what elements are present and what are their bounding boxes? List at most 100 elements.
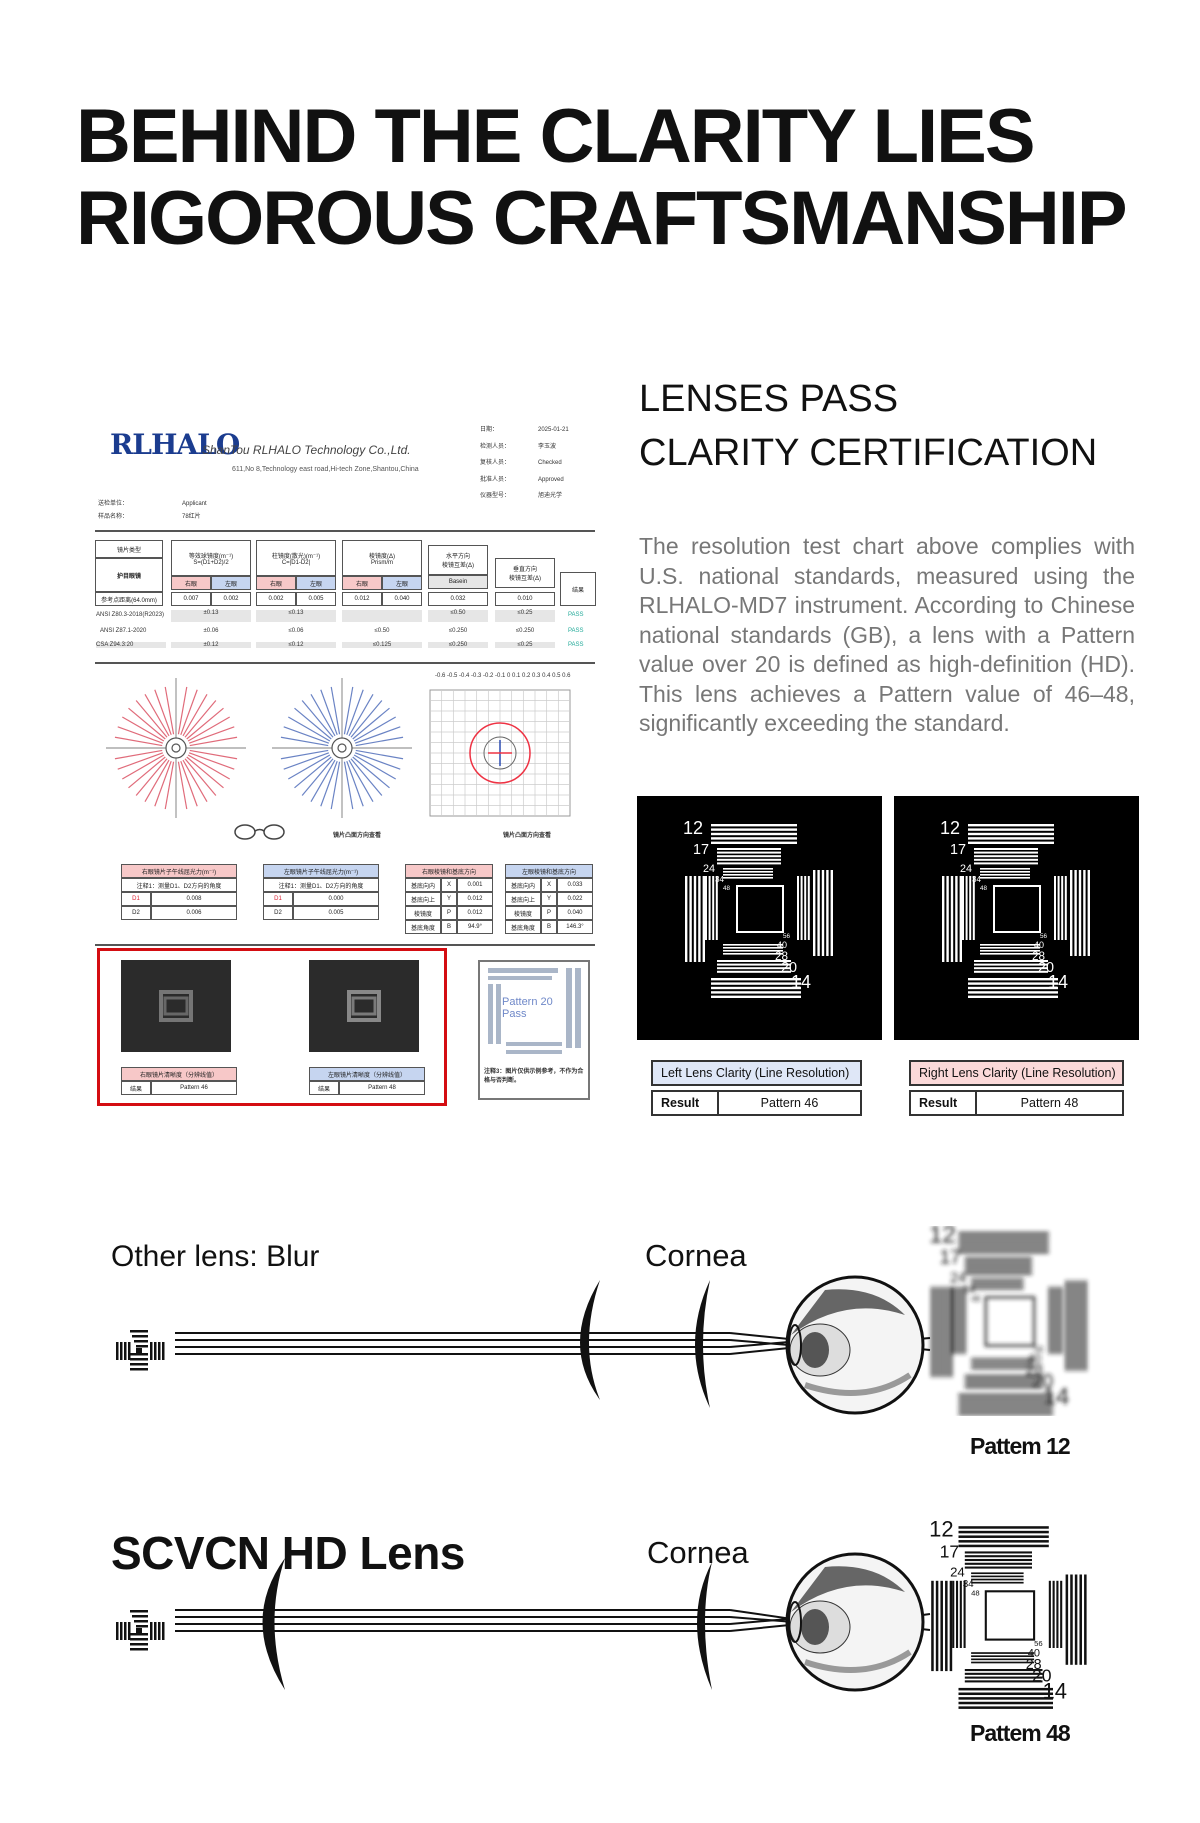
left-d2: 0.006: [151, 906, 237, 920]
left-result-value: Pattern 46: [760, 1096, 819, 1110]
report-meta-labels: 日期：检测人员：复核人员：批准人员：仪器型号：: [480, 427, 511, 499]
svg-text:40: 40: [777, 940, 787, 950]
prism-left-p: 0.012: [457, 906, 493, 920]
report-value-2: 0.002: [211, 592, 251, 606]
svg-text:24: 24: [960, 863, 972, 875]
hd-pattern-caption: Pattem 48: [970, 1720, 1071, 1746]
left-lens-clarity-label: Left Lens Clarity (Line Resolution): [651, 1060, 862, 1086]
standard-1-v2: ≤0.13: [256, 610, 336, 622]
left-result-heading: Result: [653, 1092, 719, 1114]
report-instrument: 旭迪光学: [538, 493, 563, 499]
svg-text:24: 24: [703, 863, 715, 875]
svg-text:20: 20: [1032, 1372, 1053, 1393]
standard-2-v1: ±0.06: [203, 628, 219, 634]
blur-lens-shape: [580, 1280, 600, 1400]
standard-3-v1: ±0.12: [171, 642, 251, 648]
svg-text:56: 56: [1040, 933, 1048, 940]
optical-diagram: [116, 1275, 931, 1692]
report-approved: Approved: [538, 476, 564, 483]
page-headline: BEHIND THE CLARITY LIES RIGOROUS CRAFTSM…: [76, 94, 1128, 260]
svg-text:17: 17: [940, 1248, 961, 1269]
other-pattern-caption: Pattem 12: [970, 1433, 1071, 1459]
glasses-icon: [234, 824, 285, 840]
svg-text:40: 40: [1028, 1647, 1040, 1659]
report-basein: Basein: [428, 575, 488, 589]
right-result-pattern: Pattern 48: [339, 1081, 425, 1095]
report-applicant: Applicant: [182, 501, 207, 507]
report-logo: RLHALO: [110, 428, 240, 461]
left-d1: 0.008: [151, 892, 237, 906]
svg-text:17: 17: [950, 842, 966, 858]
right-result-thumbnail: [309, 960, 419, 1052]
standard-name-3: CSA Z94.3:20: [96, 642, 166, 648]
svg-text:48: 48: [971, 1589, 980, 1598]
svg-text:24: 24: [950, 1565, 965, 1580]
cornea-label-top: Cornea: [645, 1238, 747, 1273]
report-address: 611,No 8,Technology east road,Hi-tech Zo…: [232, 466, 419, 473]
certification-paragraph: The resolution test chart above complies…: [639, 533, 1135, 736]
prism-left-x: 0.001: [457, 878, 493, 892]
prism-right-p: 0.040: [557, 906, 593, 920]
standard-name-1: ANSI Z80.3-2018(R2023): [96, 612, 165, 618]
pattern-pass-card: Pattern 20 Pass 注释3：图片仅供示例参考，不作为合格与否判断。: [478, 960, 590, 1100]
standard-2-v5: ≤0.250: [515, 628, 535, 634]
report-value-8: 0.010: [495, 592, 555, 606]
right-result-heading: Result: [911, 1092, 977, 1114]
standard-name-2: ANSI Z87.1-2020: [100, 628, 147, 634]
svg-text:34: 34: [715, 875, 725, 884]
svg-text:17: 17: [940, 1542, 960, 1562]
report-company: ShanTou RLHALO Technology Co.,Ltd.: [202, 443, 411, 457]
left-lens-result-row: Result Pattern 46: [651, 1090, 862, 1116]
report-value-3: 0.002: [256, 592, 296, 606]
report-lens-diagrams: [106, 678, 571, 818]
left-result-thumbnail: [121, 960, 231, 1052]
svg-text:12: 12: [929, 1520, 953, 1542]
report-checked: Checked: [538, 460, 562, 466]
svg-text:56: 56: [1034, 1344, 1044, 1354]
svg-text:12: 12: [929, 1226, 956, 1249]
standard-2-v4: ≤0.250: [448, 628, 468, 634]
report-meta-values: 2025-01-21 李玉波 Checked Approved 旭迪光学: [538, 422, 569, 505]
cornea-label-bottom: Cornea: [647, 1535, 749, 1570]
hd-lens-label: SCVCN HD Lens: [111, 1527, 465, 1579]
report-date: 2025-01-21: [538, 427, 569, 433]
svg-text:17: 17: [693, 842, 709, 858]
standard-1-v4: ≤0.25: [495, 610, 555, 622]
prism-right-y: 0.022: [557, 892, 593, 906]
report-value-5: 0.012: [342, 592, 382, 606]
hd-lens-shape: [262, 1558, 285, 1690]
report-value-7: 0.032: [428, 592, 488, 606]
report-applicant-values: Applicant 78红片: [182, 498, 207, 524]
certification-heading-line-1: LENSES PASS: [639, 378, 899, 420]
svg-text:56: 56: [783, 933, 791, 940]
report-value-4: 0.005: [296, 592, 336, 606]
report-highlight-box: [97, 948, 447, 1106]
standard-1-v1: ±0.13: [171, 610, 251, 622]
svg-text:28: 28: [1026, 1362, 1043, 1379]
prism-right-b: 146.3°: [557, 920, 593, 934]
left-result-label: 结果: [121, 1081, 151, 1095]
pattern-pass-text: Pattern 20 Pass: [502, 996, 553, 1020]
svg-text:14: 14: [1043, 1383, 1070, 1410]
right-result-value: Pattern 48: [1020, 1096, 1079, 1110]
standard-2-v3: ≤0.50: [374, 628, 390, 634]
svg-text:20: 20: [781, 960, 797, 976]
standard-1-result: PASS: [568, 612, 584, 618]
report-note: 注释3：图片仅供示例参考，不作为合格与否判断。: [484, 1069, 584, 1084]
standard-3-v2: ≤0.12: [256, 642, 336, 648]
eye-icon-bottom: [785, 1552, 925, 1692]
report-product: 78红片: [182, 514, 201, 520]
right-d2: 0.005: [293, 906, 379, 920]
report-inspector: 李玉波: [538, 443, 557, 450]
report-applicant-block: 送检单位：样品名称：: [98, 501, 129, 520]
svg-text:40: 40: [1034, 940, 1044, 950]
prism-right-x: 0.033: [557, 878, 593, 892]
headline-line-1: BEHIND THE CLARITY LIES: [76, 94, 1036, 179]
standard-3-v3: ≤0.125: [342, 642, 422, 648]
standard-2-v2: ≤0.06: [288, 628, 304, 634]
svg-text:12: 12: [683, 818, 703, 838]
svg-text:34: 34: [963, 1284, 975, 1296]
